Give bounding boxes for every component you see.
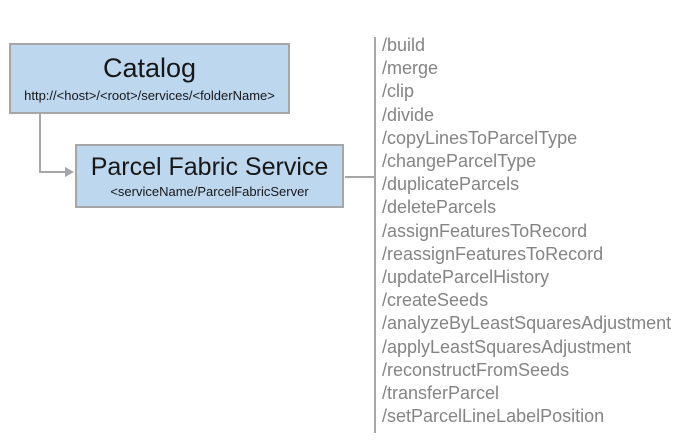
endpoint-item: /analyzeByLeastSquaresAdjustment	[382, 313, 672, 334]
endpoint-item: /divide	[382, 104, 435, 125]
endpoint-item: /assignFeaturesToRecord	[382, 220, 588, 241]
endpoint-item: /merge	[382, 58, 439, 79]
endpoint-list: /build/merge/clip/divide/copyLinesToParc…	[382, 34, 682, 428]
catalog-box: Catalog http://<host>/<root>/services/<f…	[9, 43, 290, 114]
catalog-to-service-arrow-vertical	[39, 114, 41, 173]
endpoint-item: /reassignFeaturesToRecord	[382, 243, 604, 264]
endpoint-item: /updateParcelHistory	[382, 267, 550, 288]
catalog-to-service-arrow-horizontal	[39, 171, 67, 173]
catalog-title: Catalog	[102, 53, 197, 84]
endpoint-item: /clip	[382, 81, 415, 102]
service-to-endpoints-connector	[345, 176, 374, 178]
endpoints-divider-line	[374, 37, 376, 433]
parcel-fabric-service-box: Parcel Fabric Service <serviceName/Parce…	[75, 144, 344, 208]
service-path: <serviceName/ParcelFabricServer	[110, 183, 309, 199]
endpoint-item: /changeParcelType	[382, 151, 537, 172]
endpoint-item: /build	[382, 35, 426, 55]
endpoint-item: /transferParcel	[382, 383, 500, 404]
endpoint-item: /reconstructFromSeeds	[382, 359, 570, 380]
endpoint-item: /createSeeds	[382, 290, 489, 311]
service-title: Parcel Fabric Service	[90, 152, 329, 181]
endpoint-item: /applyLeastSquaresAdjustment	[382, 336, 632, 357]
endpoint-item: /duplicateParcels	[382, 174, 520, 195]
endpoint-item: /copyLinesToParcelType	[382, 127, 578, 148]
endpoint-item: /setParcelLineLabelPosition	[382, 406, 605, 427]
endpoint-item: /deleteParcels	[382, 197, 497, 218]
catalog-url: http://<host>/<root>/services/<folderNam…	[24, 87, 275, 103]
arrow-head-icon	[65, 167, 74, 177]
